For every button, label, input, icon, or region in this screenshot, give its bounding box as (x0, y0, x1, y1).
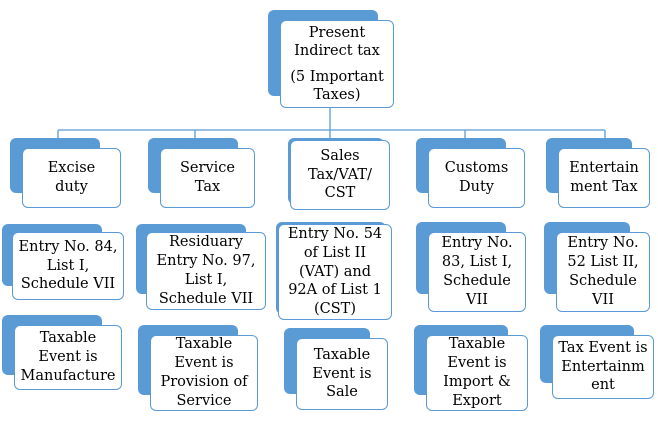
entertainment-event-node: Tax Event is Entertainm ent (540, 325, 654, 399)
service-event-text: Taxable Event is Provision of Service (150, 335, 258, 411)
service-entry-text: Residuary Entry No. 97, List I, Schedule… (146, 232, 266, 310)
entertainment-title-text: Entertain ment Tax (558, 148, 650, 208)
root-line-4: Taxes) (313, 87, 361, 104)
excise-event-text: Taxable Event is Manufacture (14, 325, 122, 390)
sales-event-text: Taxable Event is Sale (296, 338, 388, 410)
sales-entry-node: Entry No. 54 of List II (VAT) and 92A of… (276, 222, 392, 320)
service-event-node: Taxable Event is Provision of Service (138, 325, 258, 411)
root-box: Present Indirect tax (5 Important Taxes) (280, 20, 394, 108)
sales-event-node: Taxable Event is Sale (284, 328, 388, 410)
excise-entry-text: Entry No. 84, List I, Schedule VII (12, 232, 124, 300)
root-line-2: Indirect tax (294, 42, 380, 59)
entertainment-entry-text: Entry No. 52 List II, Schedule VII (556, 232, 650, 312)
excise-title-node: Excise duty (10, 138, 121, 208)
sales-title-text: Sales Tax/VAT/ CST (290, 140, 390, 210)
customs-event-text: Taxable Event is Import & Export (426, 335, 528, 411)
customs-title-text: Customs Duty (428, 148, 525, 208)
customs-entry-text: Entry No. 83, List I, Schedule VII (428, 232, 526, 312)
customs-entry-node: Entry No. 83, List I, Schedule VII (416, 222, 526, 312)
entertainment-event-text: Tax Event is Entertainm ent (552, 335, 654, 399)
excise-event-node: Taxable Event is Manufacture (2, 315, 122, 390)
root-node: Present Indirect tax (5 Important Taxes) (268, 10, 394, 108)
root-line-1: Present (308, 24, 366, 41)
root-line-3: (5 Important (290, 69, 384, 85)
excise-title-text: Excise duty (22, 148, 121, 208)
sales-entry-text: Entry No. 54 of List II (VAT) and 92A of… (278, 224, 392, 320)
service-entry-node: Residuary Entry No. 97, List I, Schedule… (136, 224, 266, 310)
entertainment-title-node: Entertain ment Tax (546, 138, 650, 208)
customs-title-node: Customs Duty (416, 138, 525, 208)
customs-event-node: Taxable Event is Import & Export (414, 325, 528, 411)
service-title-node: Service Tax (148, 138, 255, 208)
excise-entry-node: Entry No. 84, List I, Schedule VII (2, 224, 124, 300)
sales-title-node: Sales Tax/VAT/ CST (288, 138, 390, 210)
entertainment-entry-node: Entry No. 52 List II, Schedule VII (544, 222, 650, 312)
service-title-text: Service Tax (160, 148, 255, 208)
